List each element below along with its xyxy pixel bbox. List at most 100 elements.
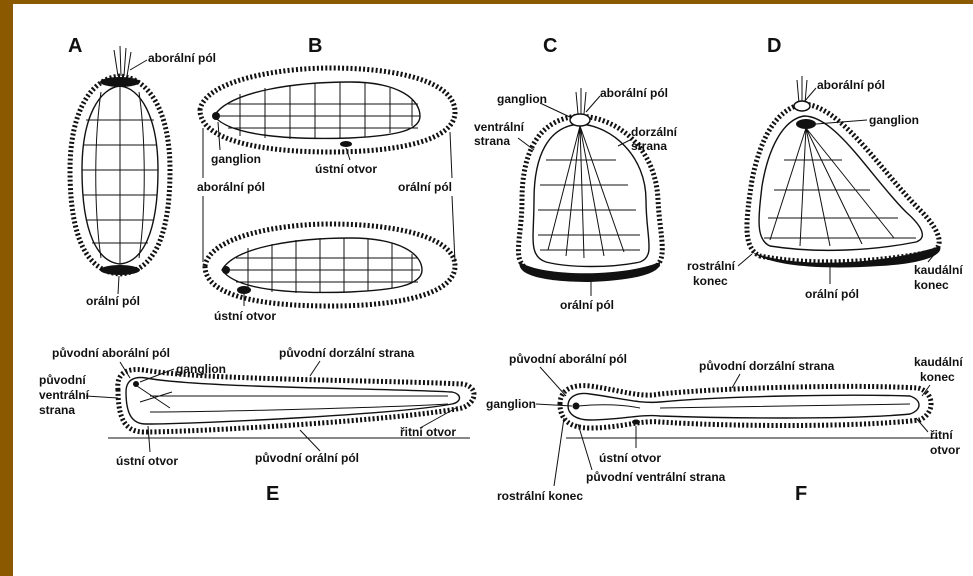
panel-e-orig-ventral-label-2: ventrální <box>39 388 90 402</box>
panel-e-mouth-leader <box>148 426 150 452</box>
panel-c-aboral-label: aborální pól <box>600 86 668 100</box>
panel-e-orig-dorsal-label: původní dorzální strana <box>279 346 415 360</box>
panel-a-aboral-leader <box>130 60 147 70</box>
panel-e-orig-dorsal-leader <box>310 361 320 376</box>
panel-f-anus-leader <box>916 418 928 432</box>
panel-f-orig-ventral-label: původní ventrální strana <box>586 470 726 484</box>
panel-c-aboral-leader <box>586 96 600 112</box>
panel-f-caudal-label-2: konec <box>920 370 955 384</box>
panel-d-rostral-leader <box>738 254 752 266</box>
panel-b-mouth-label: ústní otvor <box>315 162 377 176</box>
panel-c-oral-label: orální pól <box>560 298 614 312</box>
panel-e-ganglion-label: ganglion <box>176 362 226 376</box>
panel-f-orig-dorsal-label: původní dorzální strana <box>699 359 835 373</box>
panel-a: A aborální pól orální pól <box>68 35 216 308</box>
panel-b-lower-ganglion <box>222 266 230 274</box>
panel-f-letter: F <box>795 483 807 505</box>
panel-b-letter: B <box>308 35 322 57</box>
panel-e-inner <box>126 378 460 424</box>
panel-b: B ganglion ústní otvor aborální pól orál… <box>197 35 455 323</box>
panel-c: C ganglion aborální pól ventrální strana… <box>474 35 678 312</box>
panel-f-rostral-leader <box>554 418 564 486</box>
panel-b-upper-body <box>200 68 455 152</box>
panel-b-oral-leader-top <box>450 132 452 178</box>
panel-a-aboral-pole <box>100 77 140 87</box>
panel-d-rostral-label-1: rostrální <box>687 259 736 273</box>
panel-f-anus-label-1: řitní <box>930 428 953 442</box>
panel-f-anus-label-2: otvor <box>930 443 960 457</box>
panel-c-ventral-label-2: strana <box>474 134 510 148</box>
panel-d-oral-pole <box>752 246 940 267</box>
panel-b-lower-mouth <box>237 286 251 294</box>
panel-c-cilia <box>576 88 586 114</box>
panel-f-mouth <box>632 420 640 425</box>
panel-c-ganglion-label: ganglion <box>497 92 547 106</box>
panel-f: původní aborální pól původní dorzální st… <box>486 352 963 505</box>
panel-e-orig-ventral-label-3: strana <box>39 403 75 417</box>
panel-b-upper-ganglion <box>212 112 220 120</box>
panel-a-oral-leader <box>118 276 119 294</box>
panel-e-body <box>118 370 474 432</box>
panel-f-orig-aboral-leader <box>540 367 566 396</box>
panel-d-oral-label: orální pól <box>805 287 859 301</box>
panel-a-ciliary-rows <box>82 86 158 264</box>
panel-e-mouth-label: ústní otvor <box>116 454 178 468</box>
panel-d-cilia <box>797 76 807 103</box>
panel-e-orig-ventral-leader <box>86 396 118 398</box>
panel-d-ganglion <box>796 119 816 129</box>
panel-c-ganglion-blob <box>570 114 590 126</box>
panel-b-upper-mouth <box>340 141 352 147</box>
panel-d-caudal-label-1: kaudální <box>914 263 963 277</box>
panel-b-upper-rows <box>216 82 420 139</box>
panel-c-oral-pole <box>520 262 661 282</box>
panel-b-oral-label: orální pól <box>398 180 452 194</box>
panel-d-ganglion-label: ganglion <box>869 113 919 127</box>
panel-a-letter: A <box>68 35 82 57</box>
panel-e-orig-ventral-label-1: původní <box>39 373 86 387</box>
panel-d-inner <box>759 116 922 250</box>
panel-e-orig-oral-leader <box>300 430 320 451</box>
panel-b-aboral-label: aborální pól <box>197 180 265 194</box>
panel-c-dorsal-label-1: dorzální <box>631 125 678 139</box>
panel-b-lower-rows <box>226 238 420 293</box>
panel-e-orig-aboral-label: původní aborální pól <box>52 346 170 360</box>
panel-f-ganglion-leader <box>536 404 572 406</box>
panel-d-rostral-label-2: konec <box>693 274 728 288</box>
panel-c-ventral-label-1: ventrální <box>474 120 525 134</box>
panel-f-rostral-label: rostrální konec <box>497 489 583 503</box>
panel-b-upper-inner <box>214 82 420 138</box>
panel-e-orig-aboral-leader <box>120 362 130 378</box>
panel-a-oral-pole <box>100 265 140 275</box>
panel-e-anus-label: řitní otvor <box>400 425 456 439</box>
panel-e-orig-oral-label: původní orální pól <box>255 451 359 465</box>
panel-f-gut-lines <box>578 404 910 408</box>
panel-e-ganglion <box>133 381 139 387</box>
panel-b-ganglion-label: ganglion <box>211 152 261 166</box>
panel-f-orig-dorsal-leader <box>732 374 740 388</box>
panel-e-letter: E <box>266 483 279 505</box>
panel-e: původní aborální pól ganglion původní do… <box>39 346 474 505</box>
panel-f-orig-ventral-leader <box>578 424 592 470</box>
panel-f-ganglion-label: ganglion <box>486 397 536 411</box>
panel-d-letter: D <box>767 35 781 57</box>
panel-d-aboral-label: aborální pól <box>817 78 885 92</box>
panel-f-orig-aboral-label: původní aborální pól <box>509 352 627 366</box>
panel-a-cilia <box>114 46 131 76</box>
panel-d-caudal-label-2: konec <box>914 278 949 292</box>
panel-f-mouth-label: ústní otvor <box>599 451 661 465</box>
panel-f-ganglion <box>573 403 580 410</box>
panel-c-dorsal-label-2: strana <box>631 139 667 153</box>
panel-f-caudal-label-1: kaudální <box>914 355 963 369</box>
panel-c-ganglion-leader <box>540 103 572 118</box>
panel-a-aboral-label: aborální pól <box>148 51 216 65</box>
panel-e-gut-lines <box>134 384 448 412</box>
panel-a-oral-label: orální pól <box>86 294 140 308</box>
panel-d-ciliary-rows <box>764 128 916 246</box>
panel-d-aboral-blob <box>794 101 810 111</box>
panel-d: D aborální pól ganglion rostrální konec … <box>687 35 963 301</box>
panel-c-letter: C <box>543 35 557 57</box>
panel-c-ventral-leader <box>518 138 534 150</box>
panel-b-mouth2-label: ústní otvor <box>214 309 276 323</box>
